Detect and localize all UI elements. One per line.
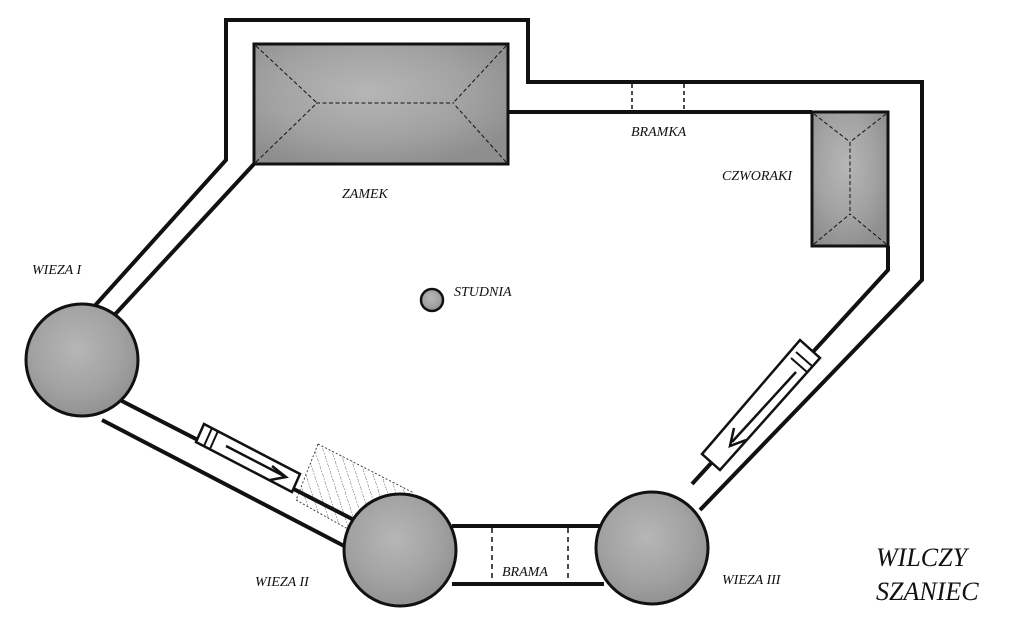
ramp-arrow-icon	[225, 444, 285, 478]
west-ramp	[194, 422, 302, 494]
title-line-2: SZANIEC	[876, 577, 979, 606]
ramp-arrow-icon	[731, 371, 797, 443]
studnia-well	[419, 287, 445, 313]
title-line-1: WILCZY	[876, 543, 970, 572]
label-studnia: STUDNIA	[454, 285, 512, 300]
label-bramka: BRAMKA	[631, 125, 687, 140]
wieza-3-tower	[594, 490, 710, 606]
bramka-gate	[631, 84, 685, 110]
label-zamek: ZAMEK	[342, 187, 389, 202]
label-wieza-2: WIEZA II	[255, 575, 310, 590]
west-wall-inner	[106, 162, 256, 324]
wieza-2-tower	[342, 492, 458, 608]
label-wieza-3: WIEZA III	[722, 573, 782, 588]
label-wieza-1: WIEZA I	[32, 263, 82, 278]
south-west-wall-inner	[101, 418, 349, 550]
czworaki-building	[810, 110, 890, 248]
wieza-1-tower	[24, 302, 140, 418]
north-west-wall-outer	[80, 18, 924, 512]
brama-gate	[491, 528, 569, 582]
zamek-building	[252, 42, 510, 166]
label-czworaki: CZWORAKI	[722, 169, 793, 184]
east-ramp	[700, 338, 822, 472]
label-brama: BRAMA	[502, 565, 548, 580]
